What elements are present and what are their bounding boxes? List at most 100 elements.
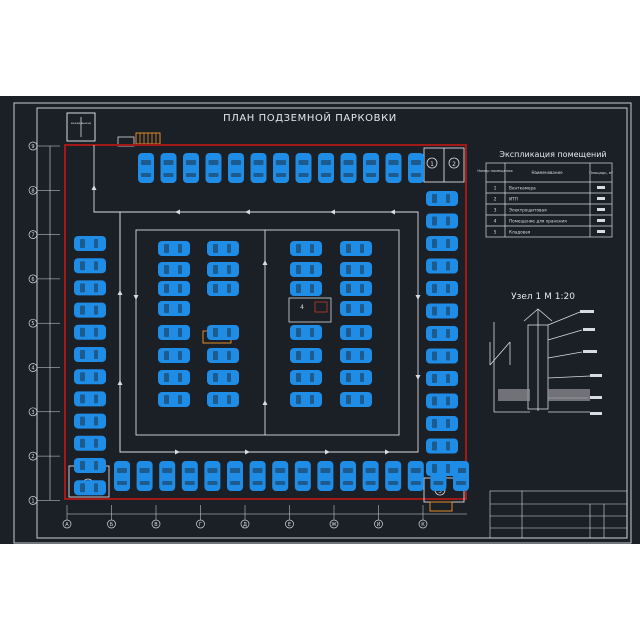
column-axis-label: Д <box>243 522 247 528</box>
traffic-arrow <box>415 375 421 380</box>
row-axis-label: 5 <box>31 321 34 327</box>
row-axis-label: 4 <box>31 366 34 372</box>
explication-title: Экспликация помещений <box>499 150 606 159</box>
explication-row-name: Электрощитовая <box>509 208 547 213</box>
parking-space <box>158 325 190 340</box>
parking-space <box>385 461 402 491</box>
parking-space <box>74 280 106 296</box>
parking-space <box>340 348 372 363</box>
parking-space <box>74 369 106 385</box>
parking-space <box>74 435 106 451</box>
parking-space <box>340 325 372 340</box>
traffic-arrow <box>262 400 268 405</box>
parking-space <box>74 236 106 251</box>
parking-space <box>290 241 322 256</box>
explication-table <box>485 162 613 238</box>
column-axis-label: Б <box>110 522 114 528</box>
row-axis-label: 6 <box>31 277 34 283</box>
parking-space <box>158 370 190 385</box>
room-central-right <box>288 297 332 323</box>
parking-space <box>407 461 424 491</box>
parking-space <box>408 153 424 183</box>
traffic-arrow <box>245 209 250 215</box>
column-axis-label: Ж <box>331 522 337 528</box>
sheet-frame <box>13 102 632 544</box>
parking-space <box>74 302 106 318</box>
parking-space <box>362 461 379 491</box>
row-axis-label: 3 <box>31 410 34 416</box>
explication-row-num: 5 <box>494 230 497 236</box>
traffic-arrow <box>325 449 330 455</box>
parking-space <box>318 153 334 183</box>
building-boundary <box>64 144 467 500</box>
column-axis-label: Е <box>288 522 291 528</box>
room-1-label: 1 <box>430 161 434 168</box>
explication-row-name: Помещение для хранения <box>509 219 567 224</box>
parking-space <box>340 461 356 491</box>
parking-space <box>340 370 372 385</box>
parking-space <box>158 301 190 316</box>
parking-space <box>426 191 458 206</box>
parking-space <box>227 461 243 491</box>
traffic-arrow <box>117 290 123 295</box>
parking-space <box>426 393 458 409</box>
parking-spaces <box>74 153 469 496</box>
parking-space <box>158 241 190 256</box>
traffic-arrow <box>117 380 123 385</box>
traffic-arrow <box>330 209 335 215</box>
parking-space <box>272 461 289 491</box>
stair-bottom <box>429 501 453 512</box>
column-axis-label: К <box>421 522 425 528</box>
parking-space <box>74 391 106 407</box>
traffic-arrow <box>175 449 180 455</box>
column-axis-label: Г <box>199 522 202 528</box>
parking-space <box>290 281 322 296</box>
explication-row-num: 1 <box>494 186 497 192</box>
row-axis-label: 9 <box>31 144 34 150</box>
parking-space <box>426 258 458 274</box>
parking-space <box>159 461 176 491</box>
column-axis-label: И <box>377 522 381 528</box>
explication-row-name: Венткамера <box>509 186 536 191</box>
parking-space <box>74 413 106 429</box>
parking-space <box>273 153 289 183</box>
parking-space <box>158 348 190 363</box>
parking-space <box>158 281 190 296</box>
explication-row-name: ИТП <box>509 197 518 202</box>
title-block <box>489 490 628 539</box>
parking-plan: ПЛАН ПОДЗЕМНОЙ ПАРКОВКИ въезд/выезд 1 2 … <box>13 102 632 544</box>
parking-space <box>290 392 322 407</box>
parking-space <box>426 281 458 296</box>
parking-space <box>290 325 322 340</box>
explication-row-num: 2 <box>494 197 497 203</box>
parking-space <box>426 213 458 229</box>
parking-space <box>74 347 106 362</box>
traffic-arrow <box>415 295 421 300</box>
traffic-arrow <box>175 209 180 215</box>
parking-space <box>385 153 402 183</box>
parking-space <box>294 461 311 491</box>
parking-space <box>114 461 130 491</box>
traffic-arrow <box>133 295 139 300</box>
parking-space <box>158 392 190 407</box>
column-axis-label: В <box>154 522 158 528</box>
parking-space <box>426 416 458 431</box>
parking-space <box>290 370 322 385</box>
parking-space <box>158 262 190 277</box>
parking-space <box>205 153 222 183</box>
parking-space <box>228 153 244 183</box>
parking-space <box>207 262 239 277</box>
parking-space <box>74 258 106 274</box>
parking-space <box>207 348 239 363</box>
parking-space <box>426 371 458 386</box>
node-title: Узел 1 М 1:20 <box>511 292 575 302</box>
parking-space <box>426 438 458 454</box>
parking-space <box>340 301 372 316</box>
explication-header-area: Площадь, м² <box>589 171 613 175</box>
column-axis-label: А <box>65 522 69 528</box>
explication-header-num: Номер помещения <box>477 169 512 173</box>
drawing-sheet: ПЛАН ПОДЗЕМНОЙ ПАРКОВКИ въезд/выезд 1 2 … <box>0 96 640 544</box>
explication-row-num: 4 <box>494 219 497 225</box>
